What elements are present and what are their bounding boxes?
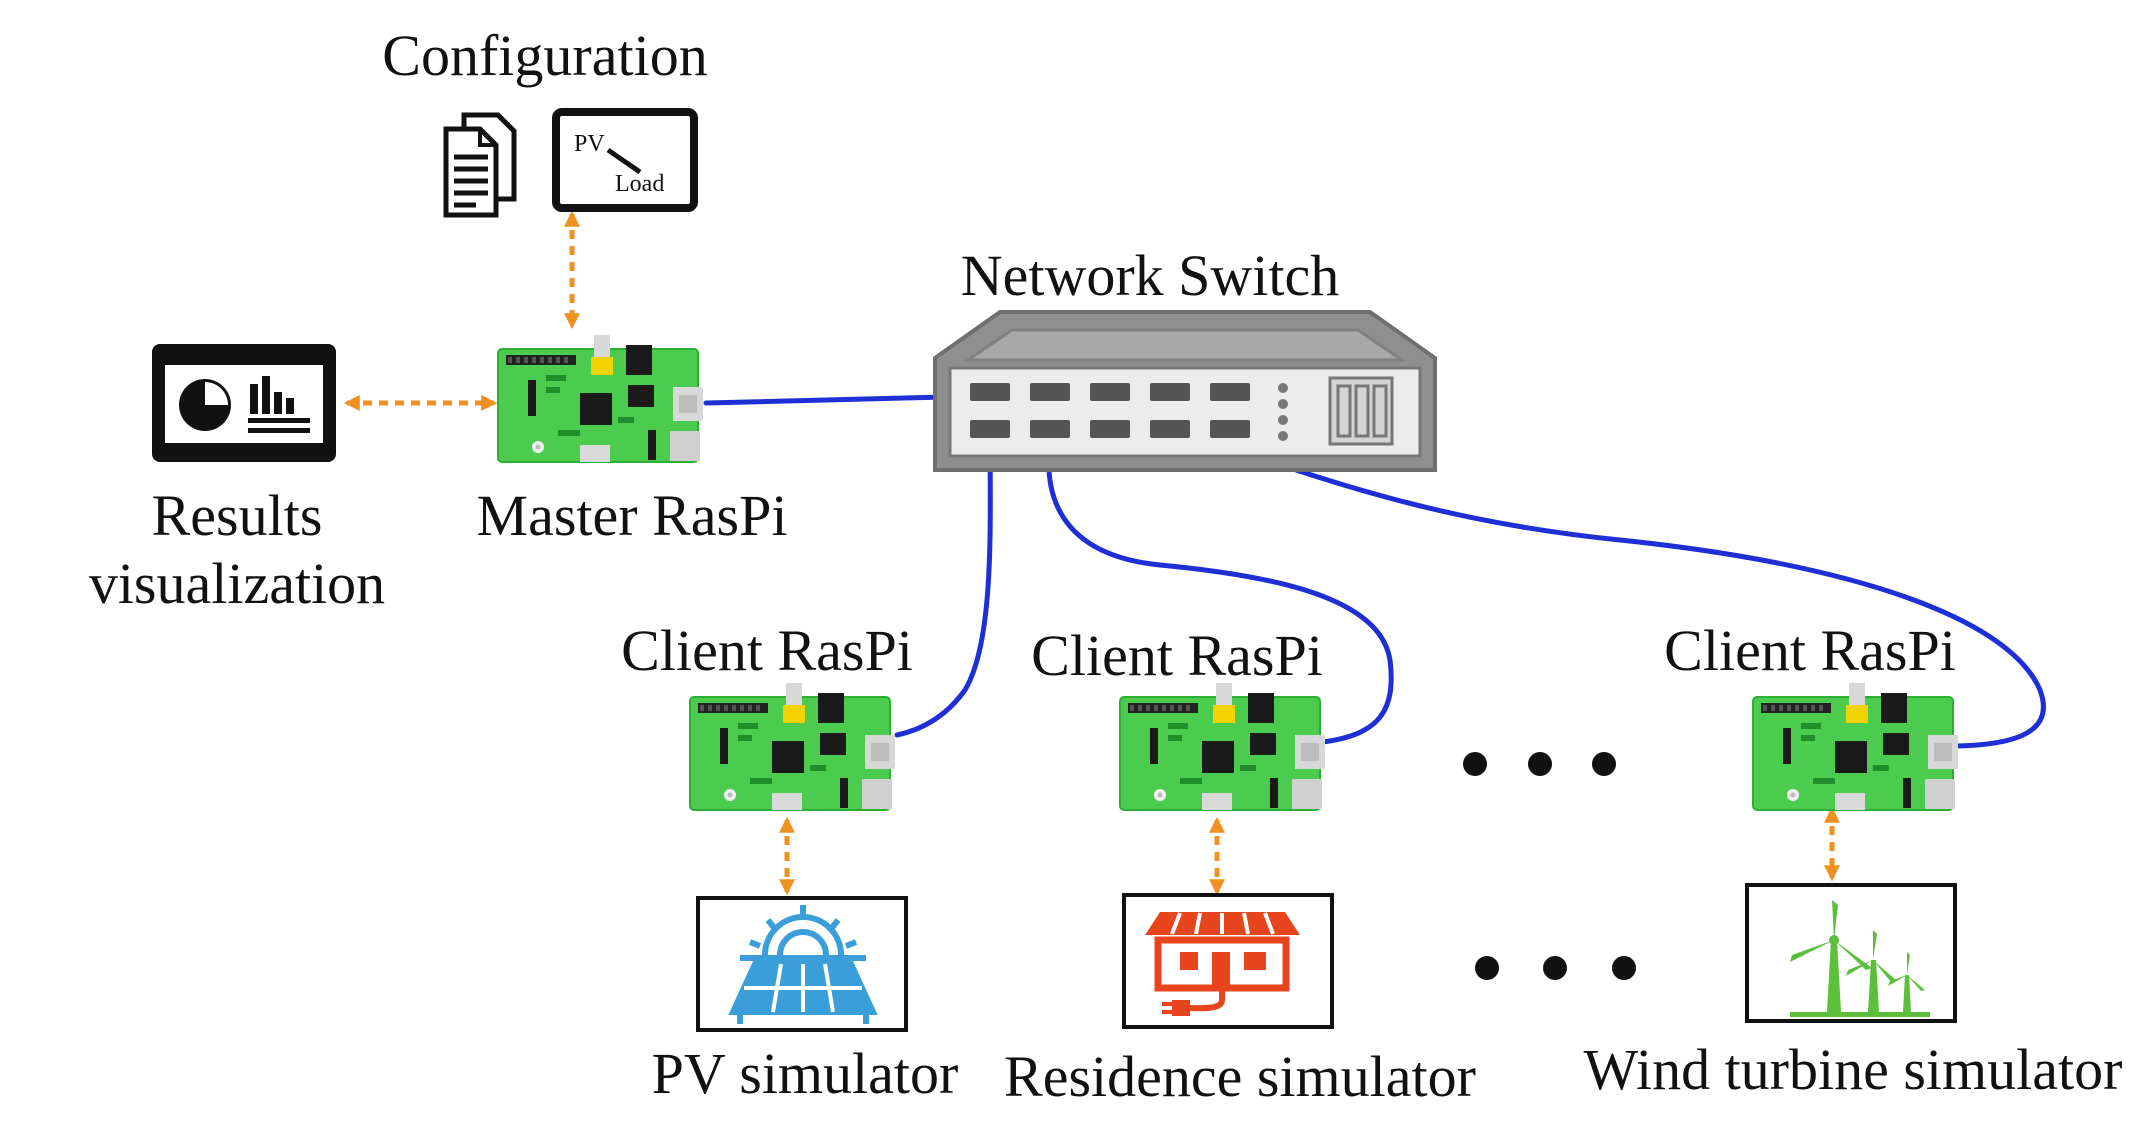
master-raspi-label: Master RasPi bbox=[477, 483, 788, 548]
results-label-line2: visualization bbox=[89, 551, 385, 616]
solar-panel-icon bbox=[728, 905, 878, 1024]
residence-simulator-box bbox=[1122, 893, 1334, 1029]
wind-simulator-label: Wind turbine simulator bbox=[1584, 1037, 2123, 1102]
documents-icon bbox=[443, 112, 517, 218]
house-plug-icon bbox=[1145, 912, 1300, 1016]
residence-simulator-label: Residence simulator bbox=[1004, 1044, 1476, 1109]
wind-simulator-box bbox=[1745, 883, 1957, 1023]
client1-label: Client RasPi bbox=[621, 618, 913, 683]
cable-switch-client3 bbox=[1179, 429, 2046, 749]
client2-raspi-board bbox=[1119, 682, 1326, 811]
client2-label: Client RasPi bbox=[1031, 623, 1323, 688]
client3-label: Client RasPi bbox=[1664, 618, 1956, 683]
results-label-line1: Results bbox=[152, 483, 323, 548]
config-load-label: Load bbox=[615, 171, 664, 197]
master-raspi-board bbox=[497, 334, 704, 463]
pv-simulator-box bbox=[696, 896, 908, 1032]
network-switch-icon bbox=[933, 310, 1437, 472]
more-clients-ellipsis bbox=[1463, 752, 1616, 776]
configuration-label: Configuration bbox=[382, 23, 707, 88]
more-simulators-ellipsis bbox=[1475, 956, 1636, 980]
pv-simulator-label: PV simulator bbox=[652, 1041, 959, 1106]
config-panel-icon: PV Load bbox=[552, 108, 698, 212]
cable-switch-client2 bbox=[1046, 429, 1394, 745]
data-links bbox=[343, 210, 1841, 896]
network-switch-label: Network Switch bbox=[961, 243, 1340, 308]
wind-turbine-icon bbox=[1790, 900, 1930, 1017]
dashboard-icon bbox=[152, 344, 336, 462]
client1-raspi-board bbox=[689, 682, 896, 811]
client3-raspi-board bbox=[1752, 682, 1959, 811]
cable-switch-client1 bbox=[894, 427, 993, 738]
config-pv-label: PV bbox=[574, 131, 605, 157]
